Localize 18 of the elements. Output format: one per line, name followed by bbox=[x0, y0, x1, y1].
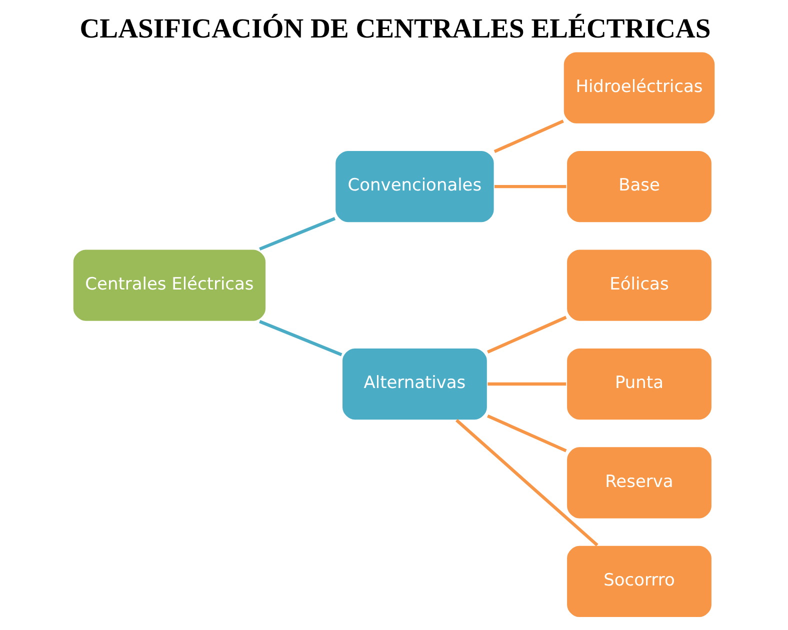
connector bbox=[259, 217, 336, 251]
node-box: Centrales Eléctricas bbox=[72, 248, 267, 322]
node-box: Alternativas bbox=[341, 347, 488, 421]
node-box: Convencionales bbox=[334, 150, 495, 224]
node-box: Eólicas bbox=[566, 248, 712, 322]
node-box: Base bbox=[566, 150, 712, 224]
connector bbox=[487, 414, 567, 452]
node-box: Socorrro bbox=[566, 544, 712, 618]
connector bbox=[487, 316, 567, 354]
connector bbox=[494, 120, 564, 154]
node-box: Reserva bbox=[566, 446, 712, 520]
diagram-title: CLASIFICACIÓN DE CENTRALES ELÉCTRICAS bbox=[80, 12, 711, 44]
connector bbox=[456, 419, 598, 546]
node-box: Punta bbox=[566, 347, 712, 421]
node-box: Hidroeléctricas bbox=[562, 51, 716, 124]
connector bbox=[494, 184, 566, 188]
connector bbox=[488, 382, 566, 386]
connector bbox=[259, 320, 342, 356]
